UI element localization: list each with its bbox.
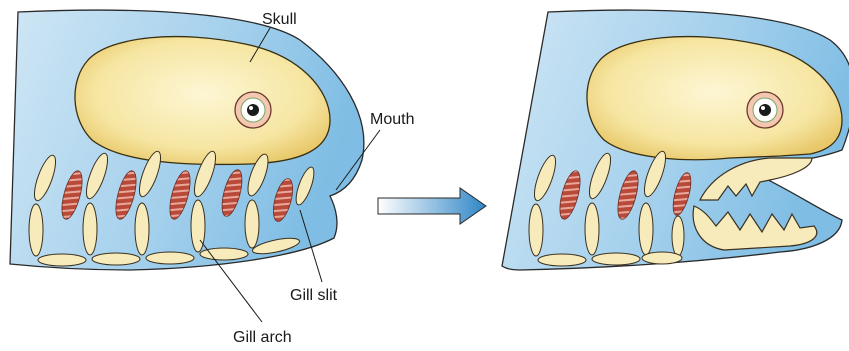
left-panel: Skull Mouth Gill slit Gill arch <box>10 10 414 346</box>
mouth-label: Mouth <box>370 111 414 128</box>
gill-arch-segment <box>135 203 149 255</box>
eye-jawed <box>747 92 783 128</box>
gill-arch-segment <box>83 203 97 255</box>
eye <box>235 92 271 128</box>
transition-arrow <box>378 188 486 224</box>
gill-slit-label: Gill slit <box>290 287 338 304</box>
gill-arch-label: Gill arch <box>233 329 292 346</box>
gill-arch-segment <box>585 203 599 255</box>
gill-arch-segment <box>29 204 43 256</box>
gill-arch-segment <box>672 216 684 256</box>
skull-label: Skull <box>262 11 297 28</box>
gill-arch-segment <box>245 200 259 248</box>
gill-arch-base-jawed <box>538 252 682 266</box>
gill-arch-segment <box>639 203 653 255</box>
gill-arch-segment <box>529 204 543 256</box>
right-panel <box>502 10 849 270</box>
